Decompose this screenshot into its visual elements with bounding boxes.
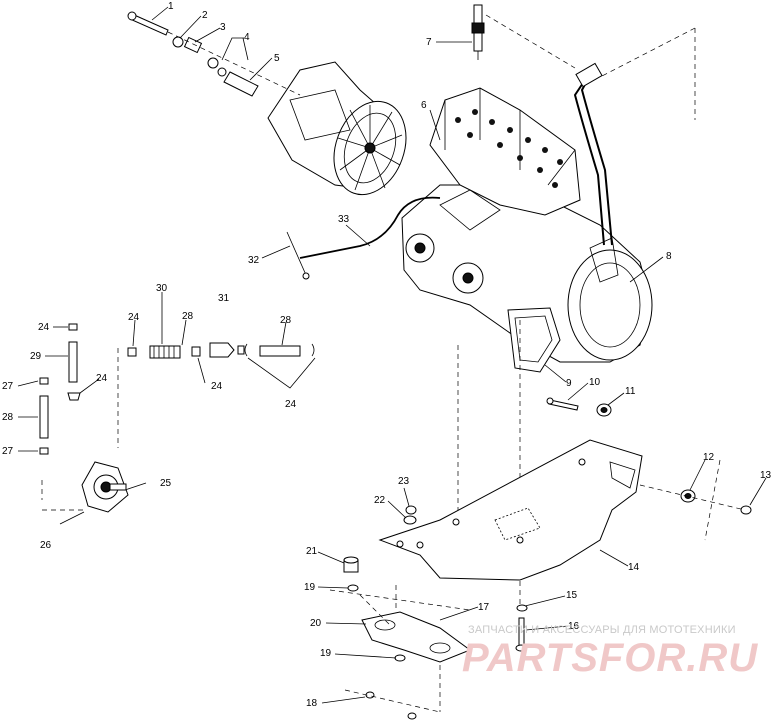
callout-24c: 24 bbox=[96, 373, 108, 384]
callout-7: 7 bbox=[426, 37, 432, 48]
callout-16: 16 bbox=[568, 621, 580, 632]
callout-14: 14 bbox=[628, 562, 640, 573]
callout-28c: 28 bbox=[280, 315, 292, 326]
callout-labels: 1 2 3 4 5 7 6 8 9 10 11 12 13 14 15 16 1… bbox=[2, 1, 772, 709]
callout-27a: 27 bbox=[2, 381, 14, 392]
callout-8: 8 bbox=[666, 251, 672, 262]
clutch-o-ring[interactable] bbox=[207, 57, 219, 69]
callout-4: 4 bbox=[244, 32, 250, 43]
clutch-o-ring-2[interactable] bbox=[217, 67, 227, 77]
callout-19a: 19 bbox=[304, 582, 316, 593]
plate-washer-22[interactable] bbox=[403, 515, 417, 525]
mount-nut-13[interactable] bbox=[740, 505, 752, 515]
engine-mounting-plate[interactable] bbox=[378, 439, 643, 581]
throttle-cable[interactable] bbox=[286, 196, 441, 280]
callout-18: 18 bbox=[306, 698, 318, 709]
spark-plug[interactable] bbox=[471, 4, 485, 60]
plug-wire[interactable] bbox=[573, 62, 613, 246]
plate-nut-23[interactable] bbox=[405, 505, 417, 515]
callout-17: 17 bbox=[478, 602, 490, 613]
mount-nut-12[interactable] bbox=[680, 489, 696, 503]
callout-12: 12 bbox=[703, 452, 715, 463]
callout-21: 21 bbox=[306, 546, 318, 557]
clutch-spacer[interactable] bbox=[183, 36, 203, 54]
callout-26: 26 bbox=[40, 540, 52, 551]
callout-6: 6 bbox=[421, 100, 427, 111]
engine-block[interactable] bbox=[401, 87, 653, 373]
plate-washer-15[interactable] bbox=[516, 604, 528, 612]
callout-20: 20 bbox=[310, 618, 322, 629]
callout-1: 1 bbox=[168, 1, 174, 12]
callout-25: 25 bbox=[160, 478, 172, 489]
mount-bolt[interactable] bbox=[546, 397, 579, 411]
watermark-logo: PARTSFOR.RU bbox=[462, 636, 759, 680]
callout-33: 33 bbox=[338, 214, 350, 225]
callout-5: 5 bbox=[274, 53, 280, 64]
fuel-filter[interactable] bbox=[127, 342, 315, 359]
callout-15: 15 bbox=[566, 590, 578, 601]
clutch-bolt[interactable] bbox=[127, 11, 169, 36]
callout-29: 29 bbox=[30, 351, 42, 362]
callout-24d: 24 bbox=[211, 381, 223, 392]
fuel-line-left[interactable] bbox=[39, 323, 81, 455]
clutch-sleeve[interactable] bbox=[223, 71, 259, 97]
callout-28a: 28 bbox=[2, 412, 14, 423]
watermark-tagline: ЗАПЧАСТИ И АКСЕССУАРЫ ДЛЯ МОТОТЕХНИКИ bbox=[468, 624, 736, 636]
callout-10: 10 bbox=[589, 377, 601, 388]
bracket-screw-18[interactable] bbox=[365, 691, 417, 720]
callout-11: 11 bbox=[625, 386, 636, 397]
callout-13: 13 bbox=[760, 470, 772, 481]
callout-24b: 24 bbox=[128, 312, 140, 323]
callout-30: 30 bbox=[156, 283, 168, 294]
callout-23: 23 bbox=[398, 476, 410, 487]
drive-clutch[interactable] bbox=[267, 61, 418, 205]
callout-24a: 24 bbox=[38, 322, 50, 333]
callout-27b: 27 bbox=[2, 446, 14, 457]
callout-31: 31 bbox=[218, 293, 230, 304]
callout-9: 9 bbox=[566, 378, 572, 389]
callout-22: 22 bbox=[374, 495, 386, 506]
rubber-mount[interactable] bbox=[596, 403, 612, 417]
callout-3: 3 bbox=[220, 22, 226, 33]
clutch-washer[interactable] bbox=[172, 36, 184, 48]
callout-28b: 28 bbox=[182, 311, 194, 322]
bracket-bumper-21[interactable] bbox=[343, 556, 359, 573]
lower-bracket[interactable] bbox=[361, 611, 472, 663]
callout-32: 32 bbox=[248, 255, 260, 266]
plate-bolt-16[interactable] bbox=[515, 617, 527, 652]
callout-24e: 24 bbox=[285, 399, 297, 410]
callout-19b: 19 bbox=[320, 648, 332, 659]
fuel-pump[interactable] bbox=[81, 461, 129, 513]
callout-2: 2 bbox=[202, 10, 208, 21]
